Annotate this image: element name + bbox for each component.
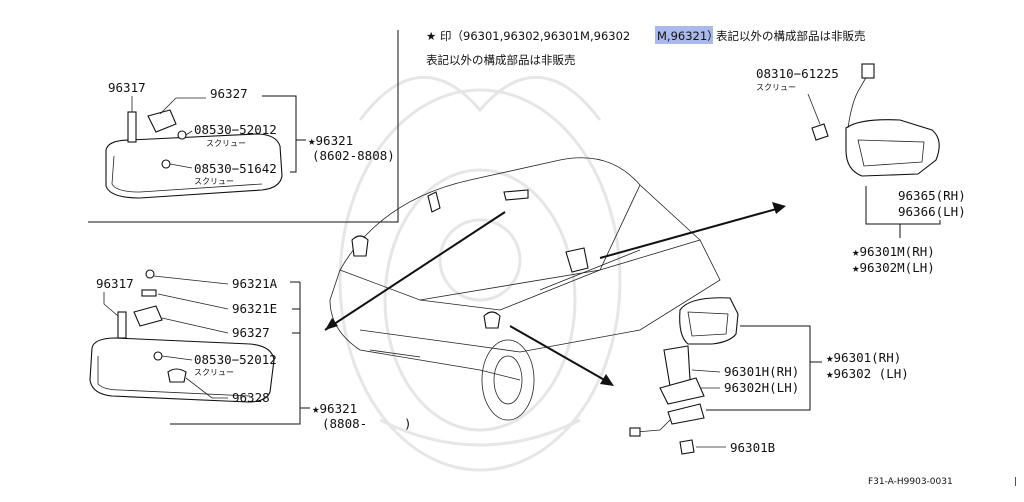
label-screw-bottom: スクリュー xyxy=(194,368,234,377)
header-note-suffix: 表記以外の構成部品は非販売 xyxy=(716,29,866,43)
car-side-line xyxy=(519,239,721,353)
label-08530-51642-top: 08530−51642 xyxy=(194,161,277,176)
door-mirror-base-icon xyxy=(663,345,691,387)
svg-text:): ) xyxy=(404,416,412,431)
label-date-range-top: (8602-8808) xyxy=(312,148,395,163)
label-96327-bottom: 96327 xyxy=(232,325,270,340)
inset-frame xyxy=(88,30,399,223)
fender-mirror-housing-icon xyxy=(845,119,940,177)
label-96321-bottom: ★96321 xyxy=(312,401,357,416)
top-left-mirror-group: 96317 96327 08530−52012 スクリュー 08530−5164… xyxy=(105,80,395,199)
lower-connector-icon xyxy=(629,427,641,437)
label-96321E: 96321E xyxy=(232,301,277,316)
mirror-wire-icon xyxy=(847,73,869,129)
header-note-line2: 表記以外の構成部品は非販売 xyxy=(426,53,576,67)
label-screw-1-top: スクリュー xyxy=(206,139,246,148)
label-08530-52012-top: 08530−52012 xyxy=(194,122,277,137)
label-96301M-rh: ★96301M(RH) xyxy=(852,244,935,259)
label-96301H-rh: 96301H(RH) xyxy=(724,364,799,379)
car-door-mirror-icon xyxy=(565,247,589,273)
label-96317-bottom: 96317 xyxy=(96,276,134,291)
connector-icon xyxy=(861,63,875,79)
header-note-prefix: 印（96301,96302,96301M,96302 xyxy=(440,29,630,43)
door-mirror-upper-group: 08310−61225 スクリュー 96365(RH) 96366(LH) ★9… xyxy=(756,63,966,275)
door-mirror-housing-icon xyxy=(679,297,739,345)
door-mirror-gasket-icon xyxy=(659,377,705,405)
watermark-emblem xyxy=(338,75,622,472)
mirror-bracket-icon xyxy=(147,109,177,133)
car-fender-mirror-icon xyxy=(351,235,369,257)
car-illustration xyxy=(329,157,721,421)
label-date-range-bottom: (8808- xyxy=(322,416,367,431)
door-mirror-lower-group: ★96301(RH) ★96302 (LH) 96301H(RH) 96302H… xyxy=(629,297,909,455)
header-note: ★ 印（96301,96302,96301M,96302 M,96321） 表記… xyxy=(426,26,866,67)
car-inner-mirror-icon xyxy=(503,189,529,201)
door-mirror-plate-icon xyxy=(667,403,705,425)
label-96301-rh: ★96301(RH) xyxy=(826,350,901,365)
screw-icon-5 xyxy=(811,123,829,141)
label-08310-61225: 08310−61225 xyxy=(756,66,839,81)
mirror-stay-icon-2 xyxy=(117,311,127,339)
label-screw-2-top: スクリュー xyxy=(194,177,234,186)
car-windshield-line xyxy=(339,184,641,301)
screw-icon-3 xyxy=(145,269,155,279)
label-96366-lh: 96366(LH) xyxy=(898,204,966,219)
header-star: ★ xyxy=(426,29,436,43)
bottom-left-mirror-group: 96317 96321A 96321E 96327 08530−52012 スク… xyxy=(89,269,412,431)
label-96328: 96328 xyxy=(232,390,270,405)
mirror-clip-icon xyxy=(141,289,157,297)
mirror-bracket-icon-2 xyxy=(133,305,163,327)
label-96302-lh: ★96302 (LH) xyxy=(826,366,909,381)
header-highlight-text: M,96321） xyxy=(657,29,719,43)
label-96302H-lh: 96302H(LH) xyxy=(724,380,799,395)
screw-icon xyxy=(177,130,187,140)
edge-mark: | xyxy=(1014,477,1017,487)
car-front-line xyxy=(329,299,521,381)
screw-icon-2 xyxy=(161,159,171,169)
pointer-arrows xyxy=(324,202,786,386)
label-96302M-lh: ★96302M(LH) xyxy=(852,260,935,275)
nut-icon xyxy=(679,439,695,455)
label-96321A: 96321A xyxy=(232,276,278,291)
label-08530-52012-bottom: 08530−52012 xyxy=(194,352,277,367)
header-highlight-box xyxy=(655,26,713,44)
mirror-cover-icon xyxy=(167,368,187,383)
label-96321-top: ★96321 xyxy=(308,133,353,148)
screw-icon-4 xyxy=(153,351,163,361)
lower-mirror-wire-icon xyxy=(635,419,671,433)
car-wheel-icon xyxy=(481,339,535,421)
label-96365-rh: 96365(RH) xyxy=(898,188,966,203)
label-96317-top: 96317 xyxy=(108,80,146,95)
diagram-code: F31-A-H9903-0031 xyxy=(868,477,953,487)
label-96301B: 96301B xyxy=(730,440,775,455)
label-screw-upper: スクリュー xyxy=(756,83,796,92)
rear-view-mirror-icon xyxy=(105,133,283,199)
mirror-stay-icon xyxy=(127,111,137,143)
label-96327-top: 96327 xyxy=(210,86,248,101)
